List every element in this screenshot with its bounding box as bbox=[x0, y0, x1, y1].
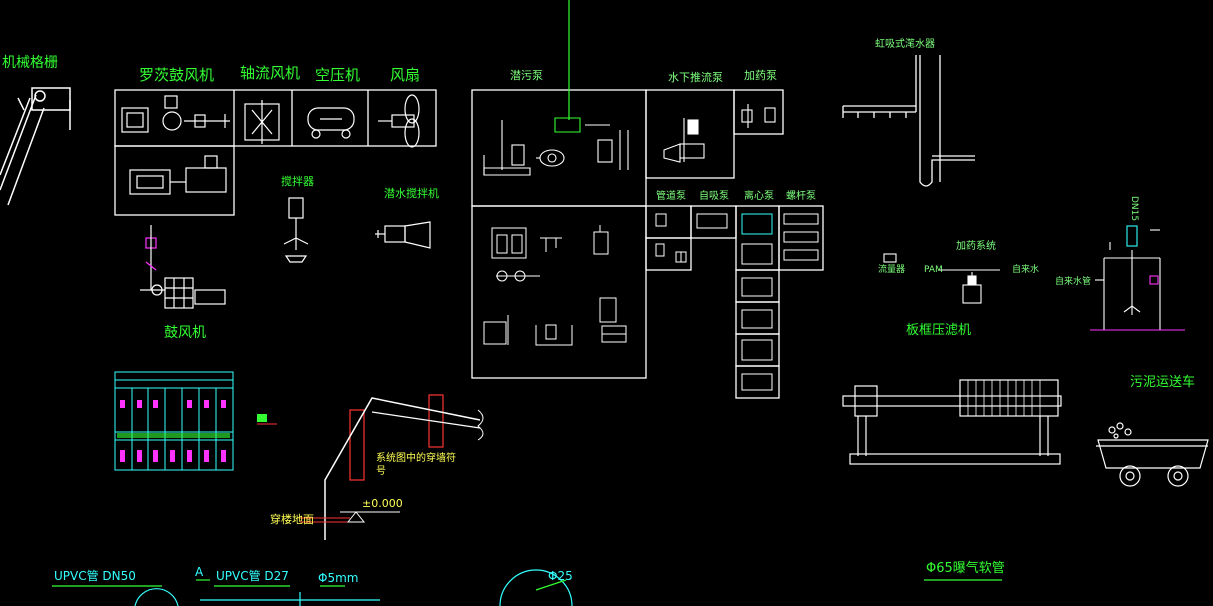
mechanical-screen-drawing bbox=[0, 87, 71, 206]
label-plate-filter-press: 板框压滤机 bbox=[906, 323, 972, 338]
pump-catalogue-frame bbox=[471, 89, 824, 399]
label-wall-penetration: 系统图中的穿墙符号 bbox=[376, 453, 456, 477]
label-upvc-d27: UPVC管 D27 bbox=[216, 569, 289, 583]
label-pam: PAM bbox=[924, 265, 943, 275]
blower-symbol-lower bbox=[129, 155, 227, 195]
label-dosing-system: 加药系统 bbox=[956, 241, 996, 252]
blower-unit-drawing bbox=[140, 225, 226, 309]
label-mech-screen: 机械格栅 bbox=[2, 55, 58, 71]
label-dosing-pump: 加药泵 bbox=[744, 69, 777, 82]
small-pump-symbols bbox=[655, 213, 819, 391]
dosing-system-drawing bbox=[883, 225, 1185, 331]
sewage-pump-symbols bbox=[483, 117, 629, 176]
label-aeration-hose: Φ65曝气软管 bbox=[926, 561, 1005, 576]
label-sewage-pump: 潜污泵 bbox=[510, 69, 543, 82]
roots-blower-symbol bbox=[121, 95, 230, 133]
sludge-truck-drawing bbox=[1096, 422, 1209, 487]
label-sludge-truck: 污泥运送车 bbox=[1130, 375, 1196, 390]
label-diam-25: Φ25 bbox=[548, 569, 573, 583]
label-screw-pump: 螺杆泵 bbox=[786, 191, 816, 202]
label-floor-penetration: 穿楼地面 bbox=[270, 513, 314, 526]
siphon-decanter-drawing bbox=[842, 55, 975, 187]
label-flow-pump: 水下推流泵 bbox=[668, 71, 723, 84]
label-flow-meter: 流量器 bbox=[878, 265, 906, 275]
label-dn15: DN15 bbox=[1129, 196, 1139, 222]
blower-group-frame bbox=[114, 89, 437, 216]
label-upvc-dn50: UPVC管 DN50 bbox=[54, 569, 136, 583]
label-siphon-decanter: 虹吸式滗水器 bbox=[875, 39, 935, 50]
label-submersible-mixer: 潜水搅拌机 bbox=[384, 187, 439, 200]
pump-detail-symbols bbox=[483, 225, 627, 346]
label-tap-water: 自来水 bbox=[1012, 265, 1040, 275]
label-pipeline-pump: 管道泵 bbox=[656, 191, 686, 202]
submersible-mixer-symbol bbox=[375, 221, 431, 249]
label-mixer: 搅拌器 bbox=[281, 175, 314, 188]
pipe-section-symbols bbox=[52, 569, 1002, 606]
flow-pump-symbol bbox=[663, 104, 776, 163]
wall-penetration-drawing bbox=[300, 394, 484, 540]
label-air-compressor: 空压机 bbox=[315, 66, 361, 84]
mixer-symbol bbox=[283, 197, 309, 263]
label-diam-5mm: Φ5mm bbox=[318, 571, 359, 585]
switch-cabinet-table bbox=[114, 371, 277, 471]
label-roots-blower: 罗茨鼓风机 bbox=[139, 66, 215, 84]
label-elevation: ±0.000 bbox=[362, 497, 403, 510]
air-compressor-symbol bbox=[307, 107, 355, 139]
plate-filter-press-drawing bbox=[842, 379, 1062, 465]
axial-fan-symbol bbox=[244, 100, 280, 144]
fan-symbol bbox=[378, 94, 420, 148]
label-tap-water-inlet: 自来水管 bbox=[1055, 277, 1092, 287]
label-blower: 鼓风机 bbox=[164, 325, 206, 341]
label-self-priming-pump: 自吸泵 bbox=[699, 191, 729, 202]
label-fan: 风扇 bbox=[390, 66, 421, 84]
label-axial-fan: 轴流风机 bbox=[240, 64, 301, 82]
label-section-a: A bbox=[195, 565, 204, 579]
label-centrifugal-pump: 离心泵 bbox=[744, 191, 774, 202]
